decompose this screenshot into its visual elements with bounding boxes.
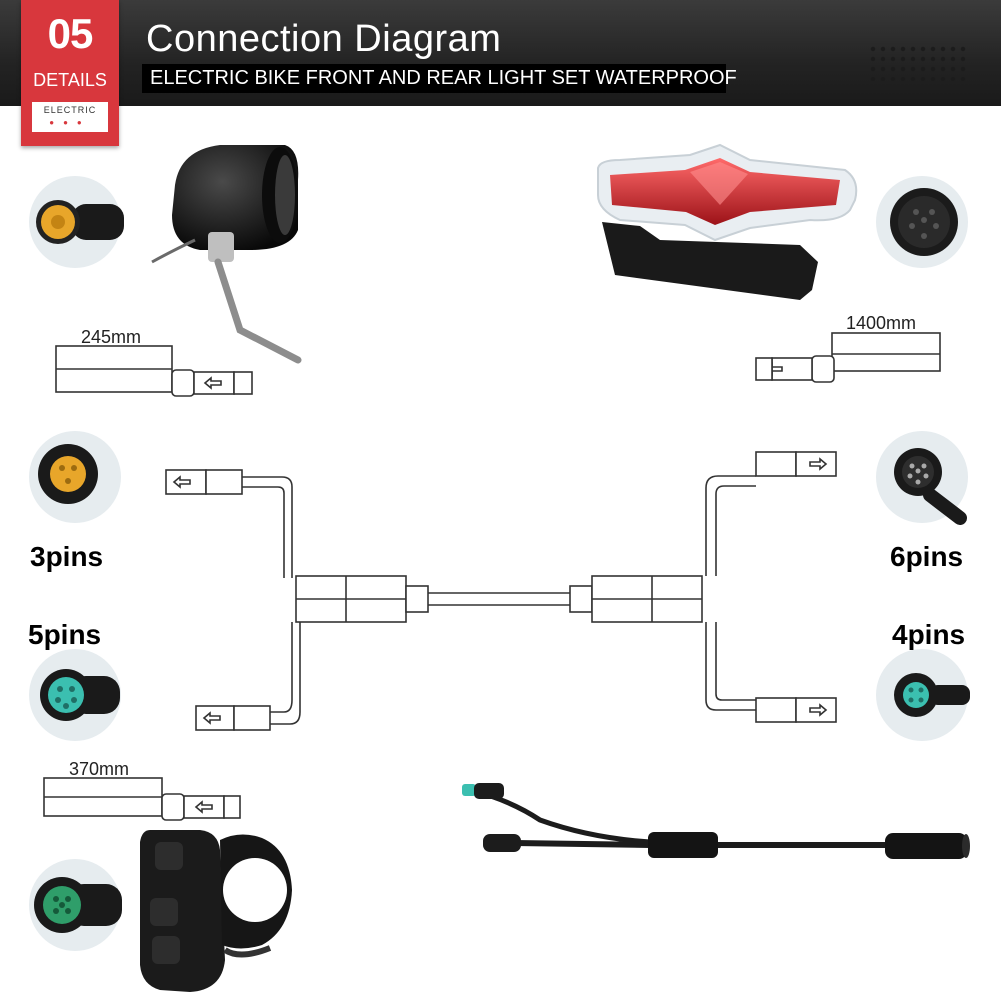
pins-label-4: 4pins <box>892 619 966 650</box>
badge-number: 05 <box>47 10 94 57</box>
badge-dots-decoration: ●●● <box>49 118 91 127</box>
connector-photo-rear-light <box>876 176 968 268</box>
pins-label-6: 6pins <box>890 541 964 572</box>
page-title: Connection Diagram <box>146 18 502 60</box>
connector-photo-switch <box>29 859 122 951</box>
badge-label: DETAILS <box>33 70 107 90</box>
subtitle-bar: ELECTRIC BIKE FRONT AND REAR LIGHT SET W… <box>142 64 737 93</box>
splitter-cable-photo <box>462 783 970 859</box>
badge-sub-label: ELECTRIC <box>43 105 97 115</box>
handlebar-switch-image <box>140 830 292 992</box>
pins-label-3: 3pins <box>30 541 104 572</box>
rear-cable-length: 1400mm <box>846 313 917 333</box>
rear-cable-drawing <box>755 332 941 383</box>
rear-light-image <box>597 143 858 300</box>
section-badge: 05 DETAILS ELECTRIC ●●● <box>21 0 119 146</box>
page-subtitle: ELECTRIC BIKE FRONT AND REAR LIGHT SET W… <box>150 67 737 89</box>
front-headlight-image <box>151 145 302 364</box>
splitter-harness-drawing <box>165 451 837 731</box>
front-cable-length: 245mm <box>81 327 142 347</box>
connector-photo-4pins <box>876 649 970 741</box>
dot-grid-decoration <box>868 44 968 84</box>
header-banner: Connection Diagram ELECTRIC BIKE FRONT A… <box>0 0 1001 106</box>
switch-cable-drawing <box>43 777 241 821</box>
switch-cable-length: 370mm <box>69 759 130 779</box>
badge-inner-box: ELECTRIC ●●● <box>32 102 108 132</box>
pins-label-5: 5pins <box>28 619 102 650</box>
connector-photo-3pins <box>29 431 121 523</box>
connector-photo-6pins <box>876 431 968 525</box>
connector-photo-5pins <box>29 649 121 741</box>
connector-photo-front-light <box>29 176 124 268</box>
front-cable-drawing <box>55 345 253 397</box>
